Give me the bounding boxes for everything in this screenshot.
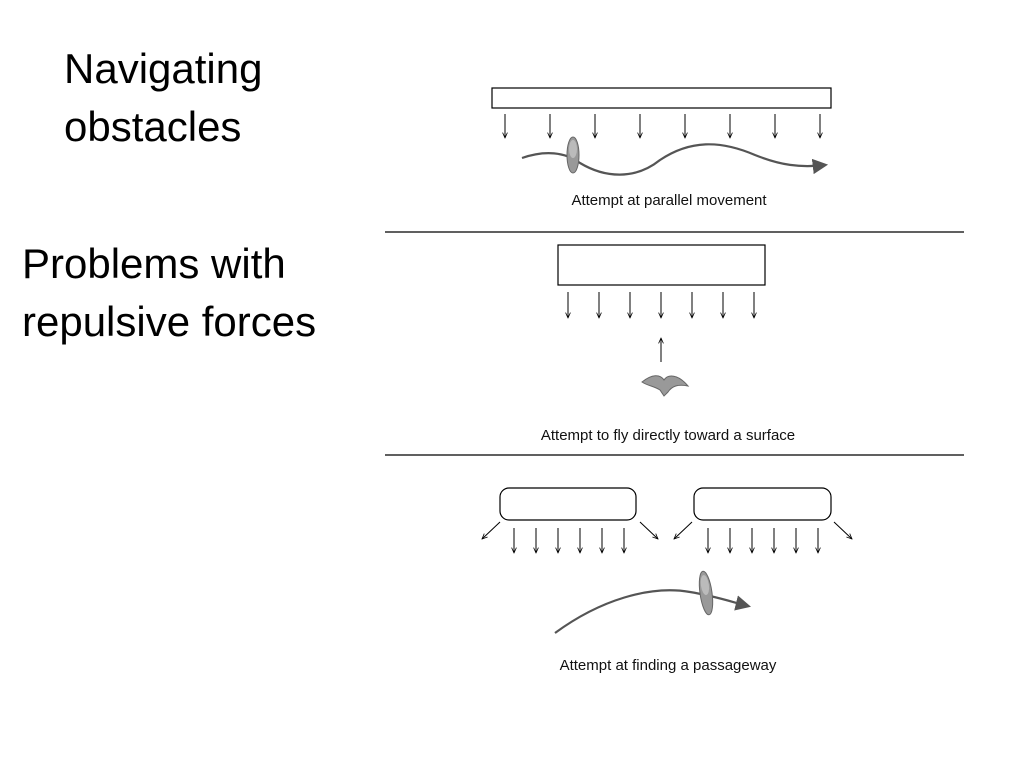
flight-path: [554, 589, 751, 634]
panel-parallel-movement: Attempt at parallel movement: [491, 87, 832, 209]
caption-passageway: Attempt at finding a passageway: [560, 657, 777, 674]
obstacle-left: [499, 487, 637, 521]
panel-passageway: Attempt at finding a passageway: [482, 487, 852, 674]
repulsive-force-arrows: [505, 114, 820, 138]
slide-subtitle: Problems with repulsive forces: [22, 235, 316, 351]
bird-icon: [698, 570, 714, 616]
bird-icon: [566, 136, 580, 174]
repulsive-force-arrows: [568, 292, 754, 318]
wall-obstacle: [491, 87, 832, 109]
force-arrow: [674, 521, 693, 539]
force-arrow: [482, 521, 501, 539]
caption-parallel-movement: Attempt at parallel movement: [571, 192, 767, 209]
caption-direct-approach: Attempt to fly directly toward a surface: [541, 427, 795, 444]
subtitle-line-1: Problems with: [22, 240, 286, 287]
wall-obstacle: [557, 244, 766, 286]
subtitle-line-2: repulsive forces: [22, 298, 317, 345]
force-arrow: [639, 521, 658, 539]
panel-direct-approach: Attempt to fly directly toward a surface: [541, 244, 795, 444]
force-arrow: [833, 521, 852, 539]
slide-title: Navigating obstacles: [64, 40, 262, 156]
obstacle-right: [693, 487, 832, 521]
title-line-1: Navigating: [64, 45, 263, 92]
repulsive-force-arrows: [482, 521, 852, 553]
bird-icon: [641, 375, 690, 397]
title-line-2: obstacles: [64, 103, 242, 150]
